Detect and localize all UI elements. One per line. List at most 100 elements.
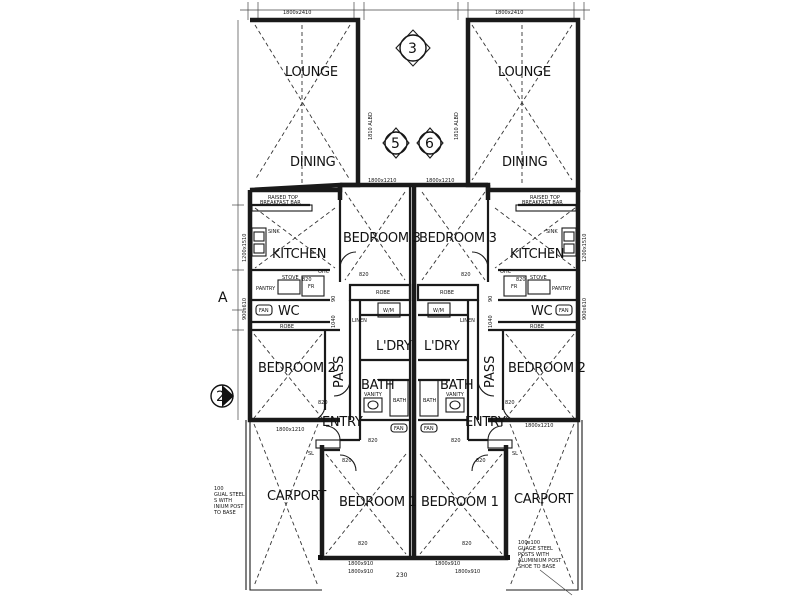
label-bedroom2-left: BEDROOM 2 xyxy=(258,361,336,376)
dim-door-8: 820 xyxy=(476,458,486,464)
stove-left xyxy=(277,279,301,295)
label-kitchen-right: KITCHEN xyxy=(510,247,564,262)
dim-bed2-window-right: 1800x1210 xyxy=(525,423,553,429)
label-wc-right: WC xyxy=(531,304,553,319)
label-robe-bed2-right: ROBE xyxy=(530,324,544,330)
dim-door-6: 820 xyxy=(451,438,461,444)
top-dimension-line xyxy=(240,2,590,20)
carport-left-outline xyxy=(249,420,322,591)
label-breakfast-left-2: BREAKFAST BAR xyxy=(260,200,301,206)
sink-left xyxy=(251,227,267,257)
label-bath-left: BATH xyxy=(361,378,394,393)
label-lounge-left: LOUNGE xyxy=(285,65,338,80)
svg-text:ALUMINIUM POST: ALUMINIUM POST xyxy=(518,558,562,564)
dim-door-7: 820 xyxy=(342,458,352,464)
label-bedroom3-right: BEDROOM 3 xyxy=(419,231,497,246)
dim-bed1-window-left-1: 1800x910 xyxy=(348,561,373,567)
section-marker-2: 2 xyxy=(210,384,234,408)
dim-door-2: 820 xyxy=(461,272,471,278)
label-bedroom3-left: BEDROOM 3 xyxy=(343,231,421,246)
unit-marker-5: 5 xyxy=(382,127,410,159)
label-bedroom2-right: BEDROOM 2 xyxy=(508,361,586,376)
post-note-right: 100x100 GUAGE STEEL POSTS WITH ALUMINIUM… xyxy=(518,540,562,570)
label-bedroom1-right: BEDROOM 1 xyxy=(421,495,499,510)
dim-wall-gap: 230 xyxy=(396,572,408,579)
svg-text:S WITH: S WITH xyxy=(214,498,232,504)
label-sl-right: SL xyxy=(512,451,518,457)
label-breakfast-right-1: RAISED TOP xyxy=(530,195,560,201)
dim-bed1-window-left-2: 1800x910 xyxy=(348,569,373,575)
fan-right xyxy=(420,423,438,433)
label-pantry-right: PANTRY xyxy=(552,286,572,292)
unit-marker-3: 3 xyxy=(395,29,431,67)
label-lounge-right: LOUNGE xyxy=(498,65,551,80)
label-fr-left: FR xyxy=(308,284,315,290)
label-pass-left: PASS xyxy=(332,356,347,388)
label-fan-wc-left: FAN xyxy=(259,308,269,314)
label-robe-mid-left: ROBE xyxy=(376,290,390,296)
svg-text:2: 2 xyxy=(216,389,225,405)
dim-kitchen-window-right: 1200x1510 xyxy=(582,234,588,262)
label-sink-left: SINK xyxy=(268,229,280,235)
label-robe-mid-right: ROBE xyxy=(440,290,454,296)
label-carport-right: CARPORT xyxy=(514,492,573,507)
svg-text:TO BASE: TO BASE xyxy=(213,510,236,516)
label-wm-right: W/M xyxy=(433,308,444,314)
bath-tub-right xyxy=(419,379,439,417)
fridge-left xyxy=(301,275,325,297)
dim-door-1: 820 xyxy=(359,272,369,278)
dim-bed2-window-left: 1800x1210 xyxy=(276,427,304,433)
entry-step-left xyxy=(315,439,341,449)
dim-door-90-left: 90 xyxy=(331,296,337,302)
dim-door-12: 820 xyxy=(302,277,312,283)
label-dining-left: DINING xyxy=(290,155,335,170)
label-laundry-left: L'DRY xyxy=(376,339,412,354)
breakfast-bar-right xyxy=(515,204,577,212)
svg-text:6: 6 xyxy=(425,136,434,152)
label-pass-right: PASS xyxy=(483,356,498,388)
post-left xyxy=(318,555,323,560)
dim-door-11: 820 xyxy=(516,277,526,283)
wm-left xyxy=(377,302,401,318)
svg-text:GUAGE STEEL: GUAGE STEEL xyxy=(518,546,553,552)
breakfast-bar-left xyxy=(251,204,313,212)
label-ohc-right: OHC xyxy=(500,269,512,275)
label-wm-left: W/M xyxy=(383,308,394,314)
dim-side-window-right: 1810 ALBD xyxy=(454,112,460,140)
svg-text:3: 3 xyxy=(408,41,417,57)
dim-door-3: 820 xyxy=(318,400,328,406)
wm-right xyxy=(427,302,451,318)
svg-text:100: 100 xyxy=(214,486,224,492)
dim-door-9: 820 xyxy=(358,541,368,547)
dim-door-90-right: 90 xyxy=(488,296,494,302)
dim-door-4: 820 xyxy=(505,400,515,406)
label-fr-right: FR xyxy=(511,284,518,290)
dim-top-window-left: 1800x2410 xyxy=(283,10,311,16)
entry-step-right xyxy=(487,439,513,449)
dim-bed1-window-right-1: 1800x910 xyxy=(435,561,460,567)
dim-bed1-window-right-2: 1800x910 xyxy=(455,569,480,575)
label-linen-right: LINEN xyxy=(460,318,475,324)
ceiling-lines xyxy=(253,24,576,587)
label-bath-small-left: BATH xyxy=(393,398,407,404)
label-carport-left: CARPORT xyxy=(267,489,326,504)
label-dining-right: DINING xyxy=(502,155,547,170)
bath-tub-left xyxy=(389,379,409,417)
label-linen-left: LINEN xyxy=(352,318,367,324)
dim-wc-window-right: 900x610 xyxy=(582,298,588,320)
label-wc-left: WC xyxy=(278,304,300,319)
label-entry-right: ENTRY xyxy=(465,415,506,430)
sink-right xyxy=(561,227,577,257)
label-sl-left: SL xyxy=(308,451,314,457)
unit-marker-6: 6 xyxy=(416,127,444,159)
label-vanity-left: VANITY xyxy=(364,392,383,398)
fridge-right xyxy=(503,275,527,297)
section-marker-a: A xyxy=(218,290,228,306)
label-stove-right: STOVE xyxy=(530,275,547,281)
svg-text:GUAL STEEL: GUAL STEEL xyxy=(214,492,245,498)
label-breakfast-right-2: BREAKFAST BAR xyxy=(522,200,563,206)
label-bedroom1-left: BEDROOM 1 xyxy=(339,495,417,510)
dim-top-window-right: 1800x2410 xyxy=(495,10,523,16)
label-bath-small-right: BATH xyxy=(423,398,437,404)
